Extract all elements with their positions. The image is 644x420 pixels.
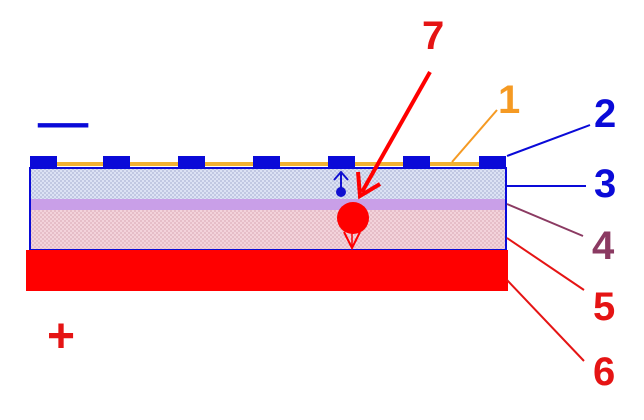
n-type-layer — [30, 168, 506, 199]
hole-symbol — [337, 202, 369, 251]
callout-5: 5 — [593, 285, 616, 329]
contact-finger — [328, 156, 355, 168]
leader-line-1 — [451, 109, 498, 163]
callout-3: 3 — [594, 162, 617, 206]
contact-finger — [403, 156, 430, 168]
callout-2: 2 — [594, 92, 617, 136]
positive-terminal-sign: + — [47, 310, 76, 363]
electron-symbol — [333, 170, 349, 197]
front-contact-fingers — [30, 156, 506, 168]
leader-line-2 — [506, 124, 591, 157]
negative-terminal-sign: — — [37, 98, 89, 147]
photon-arrow — [356, 71, 432, 200]
back-contact — [26, 250, 508, 291]
p-type-layer — [30, 210, 506, 250]
leader-line-6 — [506, 279, 585, 362]
callout-4: 4 — [592, 224, 615, 268]
callout-1: 1 — [498, 78, 521, 122]
contact-finger — [479, 156, 506, 168]
contact-finger — [103, 156, 130, 168]
callout-7: 7 — [422, 14, 445, 58]
contact-finger — [178, 156, 205, 168]
contact-finger — [30, 156, 57, 168]
pn-junction-layer — [30, 199, 506, 210]
leader-line-5 — [506, 237, 585, 291]
callout-6: 6 — [593, 350, 616, 394]
leader-line-4 — [506, 203, 584, 237]
contact-finger — [253, 156, 280, 168]
